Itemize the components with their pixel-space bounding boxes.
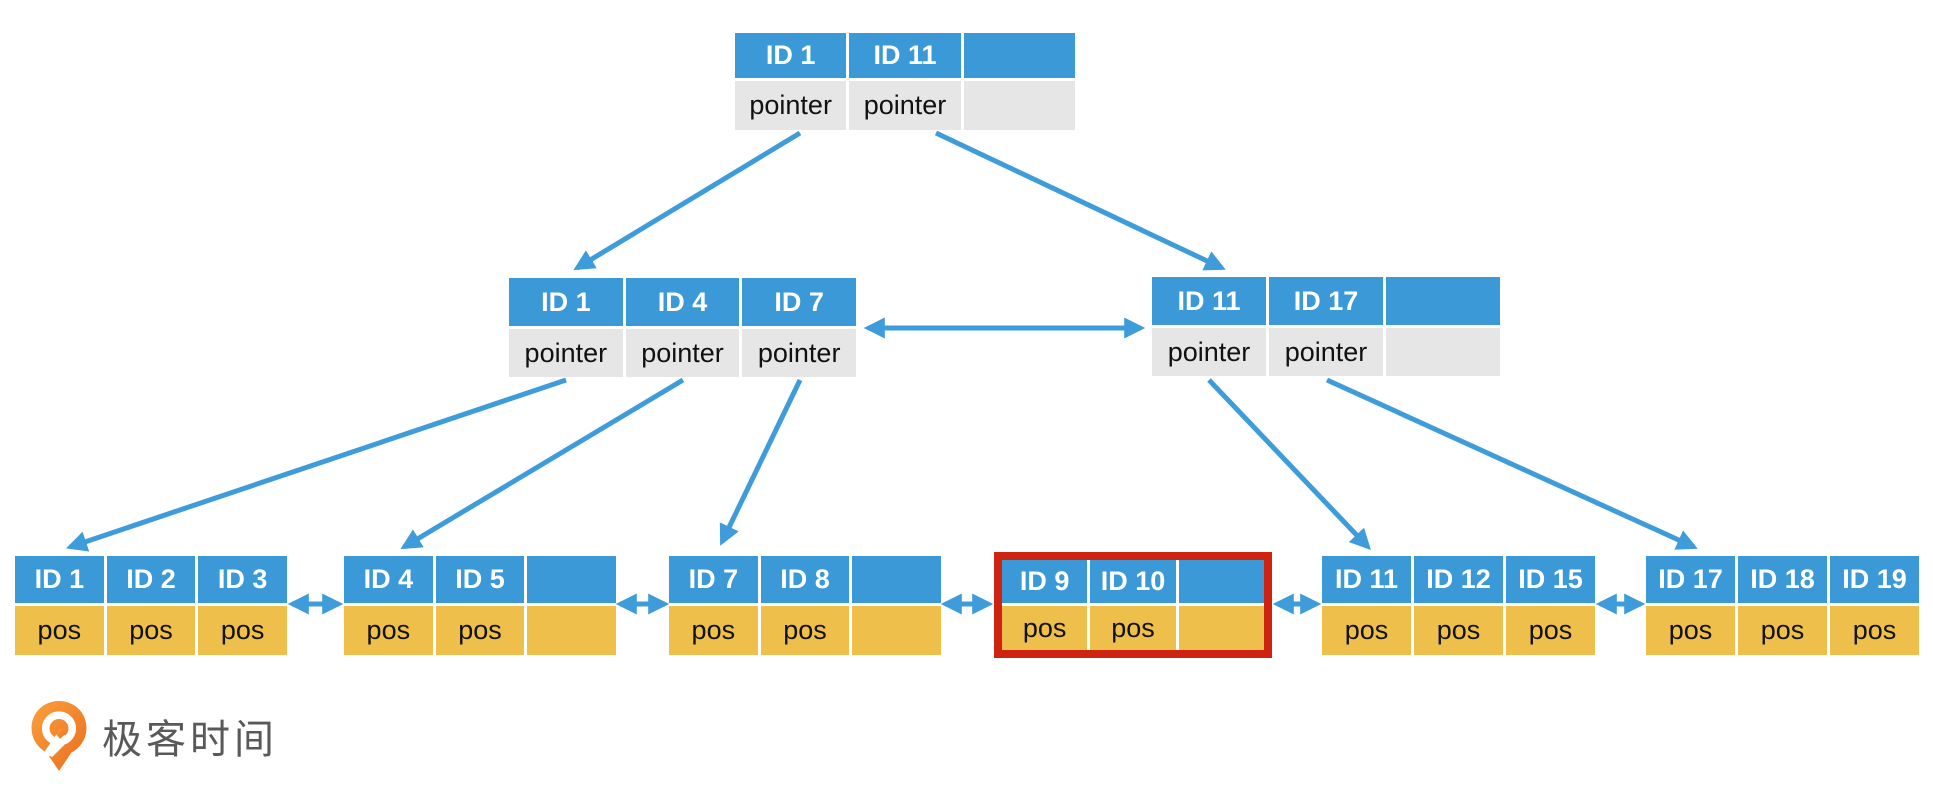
key-cell: ID 11 [1322,556,1411,603]
key-cell: ID 11 [1152,277,1266,325]
key-cell: ID 5 [435,556,525,603]
leaf-node-3: ID 7 ID 8 pos pos [669,556,941,655]
key-cell-empty [963,33,1075,78]
arrow-internal-left-to-leaf-3 [719,378,803,546]
pos-cell-empty [1178,606,1264,650]
arrow-internal-right-to-leaf-6 [1325,377,1698,550]
pointer-cell: pointer [849,81,961,130]
key-cell: ID 1 [735,33,847,78]
key-cell: ID 17 [1646,556,1735,603]
pos-cell: pos [1414,606,1503,655]
key-cell: ID 3 [198,556,287,603]
leaf-node-6: ID 17 ID 18 ID 19 pos pos pos [1646,556,1919,655]
leaf-node-1: ID 1 ID 2 ID 3 pos pos pos [15,556,287,655]
internal-node-right: ID 11 ID 17 pointer pointer [1152,277,1500,376]
pointer-cell: pointer [625,329,740,377]
key-cell: ID 1 [509,278,623,326]
key-cell: ID 15 [1506,556,1595,603]
arrow-internal-right-to-leaf-5 [1207,378,1371,551]
geektime-logo: 极客时间 [30,700,278,772]
pos-cell: pos [1830,606,1919,655]
key-cell-empty [1178,560,1264,603]
pos-cell-empty [852,606,941,655]
key-cell: ID 19 [1830,556,1919,603]
key-cell: ID 4 [344,556,433,603]
key-cell: ID 7 [742,278,856,326]
pointer-cell: pointer [735,81,847,130]
pos-cell: pos [435,606,525,655]
key-cell: ID 9 [1002,560,1088,603]
highlight-box: ID 9 ID 10 pos pos [994,552,1272,658]
key-cell: ID 12 [1414,556,1503,603]
arrow-internal-left-to-leaf-1 [66,377,567,552]
pos-cell: pos [1002,606,1088,650]
key-cell-empty [527,556,616,603]
pointer-cell: pointer [1269,328,1383,376]
arrow-root-to-internal-right [934,130,1226,271]
pointer-cell-empty [963,81,1075,130]
pos-cell: pos [760,606,850,655]
pos-cell: pos [15,606,104,655]
key-cell-empty [1386,277,1500,325]
pointer-cell-empty [1386,328,1500,376]
key-cell: ID 18 [1738,556,1827,603]
pointer-cell: pointer [742,329,856,377]
geektime-pin-icon [31,700,87,772]
key-cell-empty [852,556,941,603]
pointer-cell: pointer [509,329,623,377]
leaf-node-4: ID 9 ID 10 pos pos [1002,560,1264,650]
key-cell: ID 17 [1269,277,1383,325]
key-cell: ID 2 [106,556,196,603]
pos-cell: pos [1506,606,1595,655]
pos-cell: pos [1322,606,1411,655]
pos-cell: pos [1646,606,1735,655]
pos-cell: pos [106,606,196,655]
leaf-node-2: ID 4 ID 5 pos pos [344,556,616,655]
key-cell: ID 8 [760,556,850,603]
arrow-root-to-internal-left [573,130,802,271]
arrow-internal-left-to-leaf-2 [400,377,685,550]
pos-cell-empty [527,606,616,655]
key-cell: ID 4 [625,278,740,326]
pos-cell: pos [1090,606,1176,650]
pos-cell: pos [1738,606,1827,655]
internal-node-left: ID 1 ID 4 ID 7 pointer pointer pointer [509,278,856,377]
key-cell: ID 1 [15,556,104,603]
pos-cell: pos [669,606,758,655]
root-node: ID 1 ID 11 pointer pointer [735,33,1075,130]
key-cell: ID 7 [669,556,758,603]
key-cell: ID 11 [849,33,961,78]
pos-cell: pos [344,606,433,655]
pointer-cell: pointer [1152,328,1266,376]
geektime-logo-text: 极客时间 [102,718,278,762]
key-cell: ID 10 [1090,560,1176,603]
pos-cell: pos [198,606,287,655]
leaf-node-5: ID 11 ID 12 ID 15 pos pos pos [1322,556,1595,655]
